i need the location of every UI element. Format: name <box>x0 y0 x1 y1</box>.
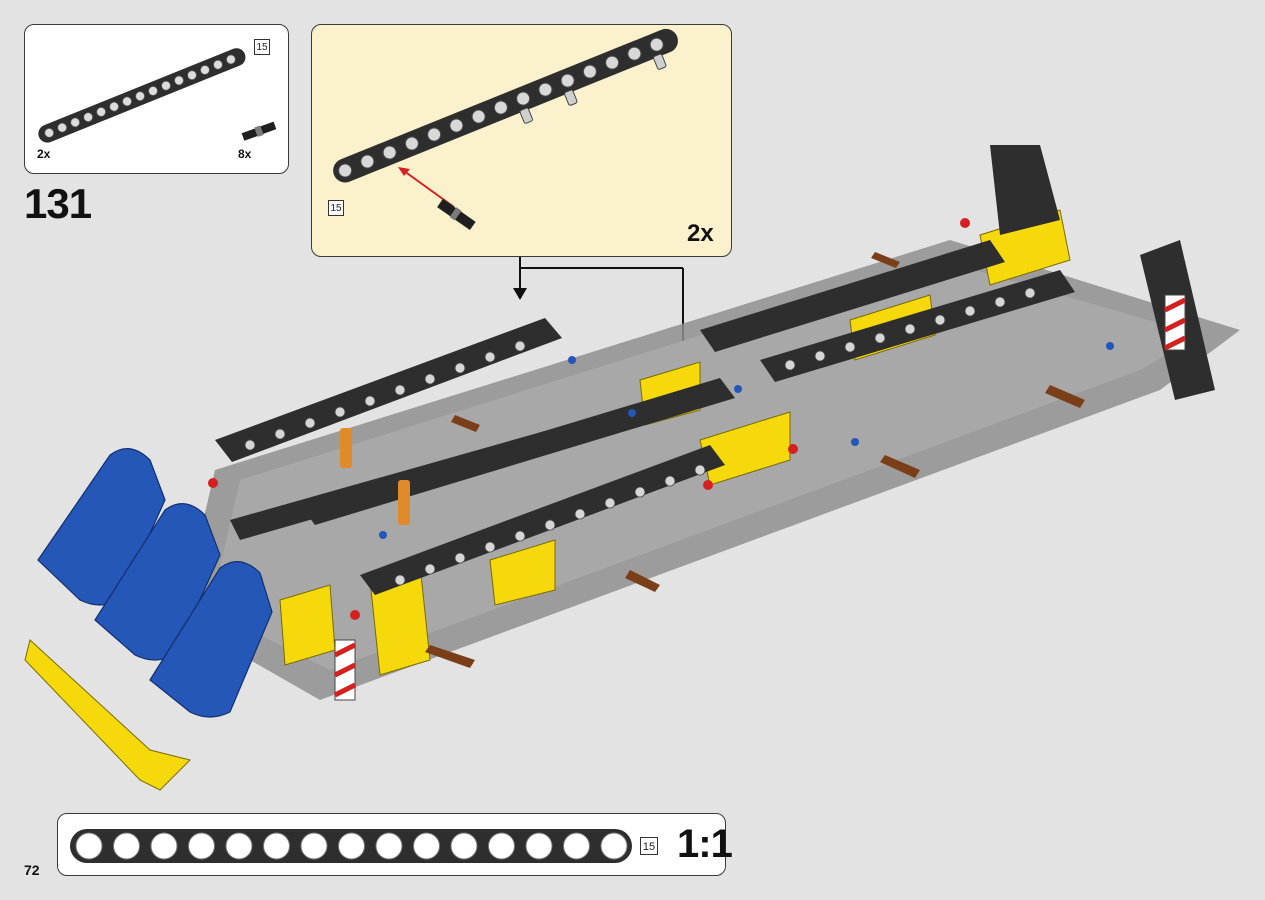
callout-beam-length-label: 15 <box>328 200 344 216</box>
page-number: 72 <box>24 862 40 878</box>
axle-pin-part-image <box>241 121 277 141</box>
beam-quantity: 2x <box>37 147 51 161</box>
scale-ruler: 15 <box>57 813 726 876</box>
ruler-length-label: 15 <box>640 837 658 855</box>
beam-15-part-image <box>38 48 246 143</box>
parts-list-panel: 15 2x 8x <box>24 24 289 174</box>
beam-length-label: 15 <box>254 39 270 55</box>
axle-pin-quantity: 8x <box>238 147 252 161</box>
callout-axle-pin-image <box>437 198 476 231</box>
step-number: 131 <box>24 180 92 227</box>
callout-multiplier: 2x <box>687 220 714 247</box>
callout-beam-image <box>333 28 678 183</box>
ruler-beam-image <box>70 829 632 863</box>
sub-assembly-callout: 15 2x <box>311 24 732 257</box>
scale-label: 1:1 <box>677 822 733 866</box>
